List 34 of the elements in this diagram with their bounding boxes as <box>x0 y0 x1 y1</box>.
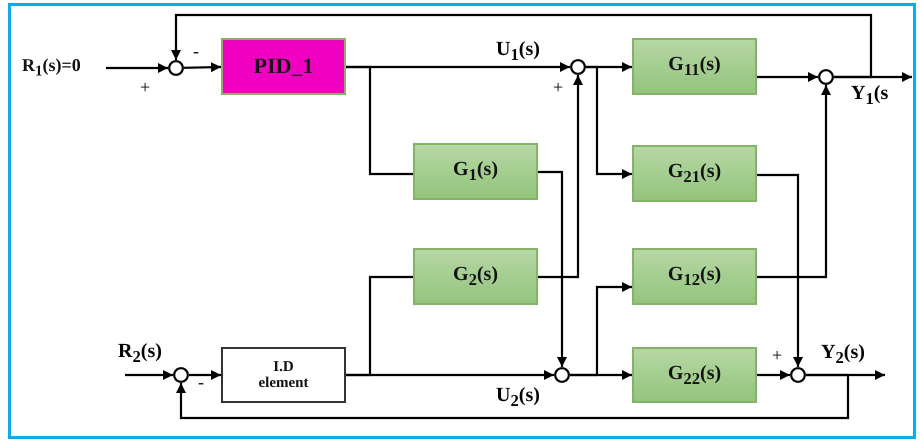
transfer-block: G$_{21}$(s) <box>632 145 757 202</box>
arrow <box>570 282 632 376</box>
transfer-block: G$_{1}$(s) <box>413 143 538 200</box>
summing-junction <box>570 59 586 75</box>
arrow <box>757 370 790 380</box>
transfer-block: G$_{12}$(s) <box>632 248 757 305</box>
summing-junction <box>554 367 570 383</box>
arrow <box>757 72 818 82</box>
arrow <box>106 63 168 73</box>
sign-label: + <box>140 78 150 96</box>
input-label: R$_{1}$(s)=0 <box>22 57 106 79</box>
sign-label: + <box>772 346 782 364</box>
arrow <box>125 370 173 380</box>
summing-junction <box>168 60 184 76</box>
arrow <box>757 85 831 278</box>
summing-junction <box>790 367 806 383</box>
transfer-block: I.D element <box>221 347 346 403</box>
arrow <box>757 174 803 367</box>
summing-junction <box>818 69 834 85</box>
transfer-block: G$_{22}$(s) <box>632 347 757 403</box>
sign-label: + <box>553 78 564 96</box>
transfer-block: PID_1 <box>221 38 346 95</box>
arrow <box>189 370 221 380</box>
transfer-block: G$_{2}$(s) <box>413 248 538 305</box>
summing-junction <box>173 367 189 383</box>
transfer-block: G$_{11}$(s) <box>632 38 757 95</box>
arrow <box>538 170 567 367</box>
arrow <box>176 374 850 420</box>
sign-label: - <box>193 42 199 60</box>
sign-label: - <box>198 373 204 391</box>
arrow <box>184 62 222 72</box>
arrow <box>586 66 632 179</box>
arrow <box>538 75 583 278</box>
arrow <box>171 14 872 78</box>
